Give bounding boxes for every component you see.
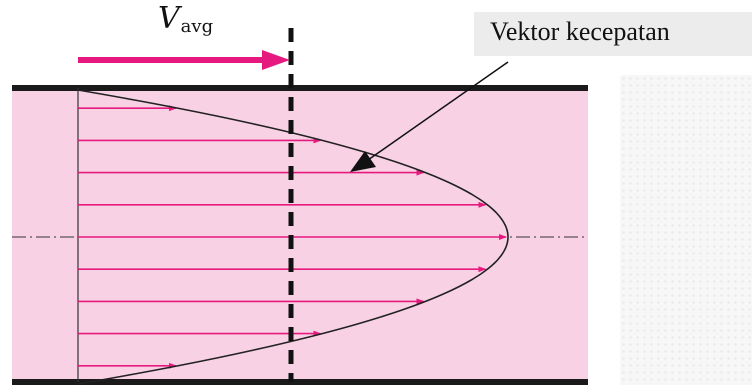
velocity-subscript: avg	[180, 16, 214, 37]
average-velocity-label: Vavg	[158, 4, 213, 36]
velocity-profile-curve	[77, 89, 509, 385]
velocity-symbol: V	[158, 1, 180, 36]
average-velocity-arrowhead	[262, 50, 290, 70]
callout-pointer-head	[350, 151, 376, 172]
background-texture	[620, 75, 752, 385]
pipe-interior	[12, 88, 588, 382]
callout-pointer-line	[367, 61, 509, 161]
callout-text: Vektor kecepatan	[490, 17, 670, 46]
velocity-arrows	[78, 105, 507, 369]
callout-box: Vektor kecepatan	[474, 12, 752, 56]
